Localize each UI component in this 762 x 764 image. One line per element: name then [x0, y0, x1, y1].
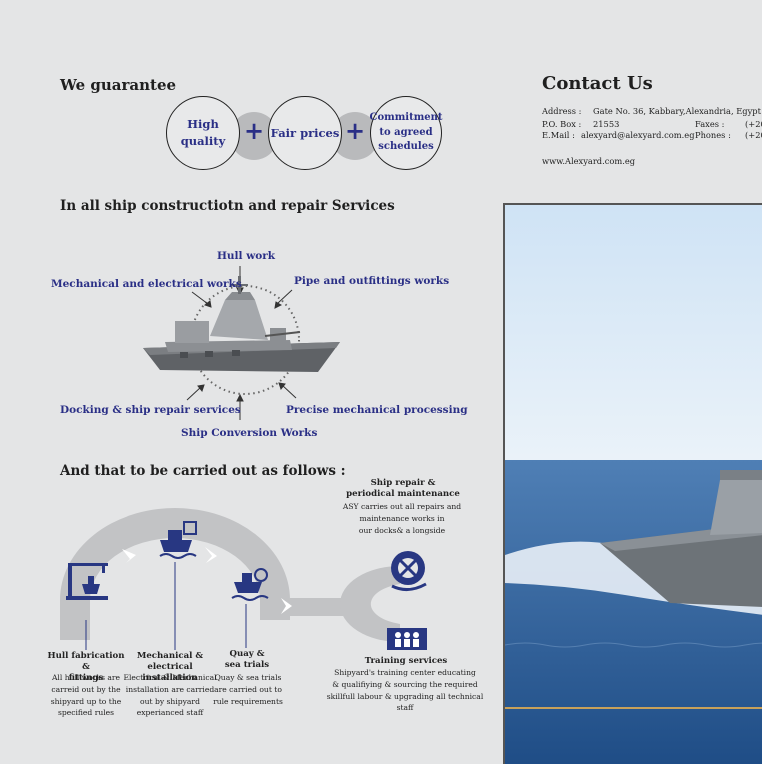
guarantee-commitment: Commitment to agreed schedules [369, 96, 443, 170]
stage2-title: Mechanical & electrical installation [122, 651, 218, 685]
stage-title-line: Quay & [229, 649, 265, 659]
faxes-label: Faxes : [695, 119, 725, 129]
services-ring [190, 285, 300, 395]
chevron-icons [122, 547, 292, 614]
guarantee-fair-prices: Fair prices [268, 96, 342, 170]
guarantee-item-label: Fair prices [270, 125, 340, 140]
services-diagram [143, 266, 340, 420]
plus-icon: + [345, 116, 366, 145]
stage-desc-line: out by shipyard [140, 696, 200, 706]
warship-icon [143, 276, 340, 372]
sky-area [505, 205, 762, 460]
stage-desc-line: All hull works are [51, 673, 121, 682]
stage-title-line: periodical maintenance [346, 489, 460, 500]
ship-photo [503, 203, 762, 764]
stage-desc-line: are carried out to [214, 684, 282, 694]
service-pipe-outfittings: Pipe and outfittings works [294, 275, 450, 287]
stage-desc-line: experianced staff [136, 708, 204, 718]
faxes-value: (+20 [745, 119, 762, 129]
process-title: And that to be carried out as follows : [60, 463, 346, 479]
pobox-label: P.O. Box : [542, 119, 582, 129]
address-label: Address : [542, 106, 582, 116]
stage-desc-line: shipyard up to the [50, 696, 122, 706]
process-connector [276, 598, 345, 616]
stage-desc-line: skillfull labour & upgrading all technic… [326, 691, 484, 713]
stage-desc-line: & qualifiying & sourcing the required [332, 679, 478, 689]
repair-gear-icon [391, 551, 427, 591]
guarantee-item-line: to agreed [379, 126, 433, 138]
process-c-shape [340, 566, 400, 642]
stage3-title: Quay & sea trials [214, 649, 280, 671]
process-diagram [60, 508, 427, 650]
stage3-desc: Quay & sea trials are carried out to rul… [212, 672, 284, 707]
website-link[interactable]: www.Alexyard.com.eg [542, 156, 636, 166]
ship-in-photo [600, 470, 762, 607]
stage-desc-line: Shipyard's training center educating [334, 668, 476, 677]
guarantee-item-line: Commitment [369, 112, 443, 124]
stage-title-line: Hull fabrication & [47, 651, 125, 673]
guarantee-high-quality: High quality [166, 96, 240, 170]
stage-title-line: sea trials [224, 660, 270, 671]
stage-desc-line: our docks& a longside [358, 525, 446, 535]
stage1-title: Hull fabrication & fittings [45, 651, 127, 685]
service-precise-mechanical: Precise mechanical processing [286, 404, 468, 416]
training-desc: Shipyard's training center educating & q… [326, 667, 484, 714]
guarantee-title: We guarantee [60, 76, 177, 94]
address-value: Gate No. 36, Kabbary,Alexandria, Egypt [593, 106, 761, 116]
ship-photo-art [505, 205, 762, 764]
plus-icon: + [244, 116, 265, 145]
training-title: Training services [364, 656, 448, 666]
stage-title-line: fittings [68, 673, 104, 684]
stage-desc-line: installation are carried [125, 684, 215, 694]
email-value[interactable]: alexyard@alexyard.com.eg [581, 130, 695, 140]
service-mechanical-electrical: Mechanical and electrical works [51, 278, 242, 290]
stage-desc-line: maintenance works in [359, 513, 445, 523]
service-ship-conversion: Ship Conversion Works [181, 427, 318, 439]
service-hull-work: Hull work [217, 250, 276, 262]
services-title: In all ship constructiotn and repair Ser… [60, 198, 395, 214]
crane-icon [66, 563, 108, 600]
stage-title-line: Ship repair & [370, 478, 436, 488]
guarantee-item-line: schedules [378, 141, 434, 153]
guarantee-item-label: High quality [180, 117, 226, 148]
pobox-value: 21553 [593, 119, 620, 129]
stage-title-line: Mechanical & electrical [136, 651, 204, 673]
stage2-desc: Electrical & Mechanical installation are… [122, 672, 218, 719]
stage-title-line: installation [142, 673, 198, 684]
stage-desc-line: specified rules [57, 708, 115, 718]
process-arch [60, 508, 290, 640]
ship-with-gauge-icon [231, 568, 269, 601]
ship-with-gear-icon [159, 521, 197, 559]
email-label: E.Mail : [542, 130, 575, 140]
stage-desc-line: Quay & sea trials [214, 673, 282, 682]
repair-desc: ASY carries out all repairs and maintena… [332, 501, 472, 536]
phones-label: Phones : [695, 130, 731, 140]
sea-ripples [505, 642, 762, 648]
stage-desc-line: Electrical & Mechanical [123, 673, 217, 682]
repair-title: Ship repair & periodical maintenance [340, 478, 466, 500]
contact-title: Contact Us [542, 73, 653, 94]
service-docking-repair: Docking & ship repair services [60, 404, 241, 416]
pointer-lines [85, 562, 247, 650]
stage-desc-line: ASY carries out all repairs and [342, 502, 462, 511]
phones-value: (+20 [745, 130, 762, 140]
stage-desc-line: rule requirements [213, 696, 283, 706]
training-people-icon [387, 628, 427, 650]
stage1-desc: All hull works are carreid out by the sh… [45, 672, 127, 719]
stage-desc-line: carreid out by the [51, 684, 121, 694]
